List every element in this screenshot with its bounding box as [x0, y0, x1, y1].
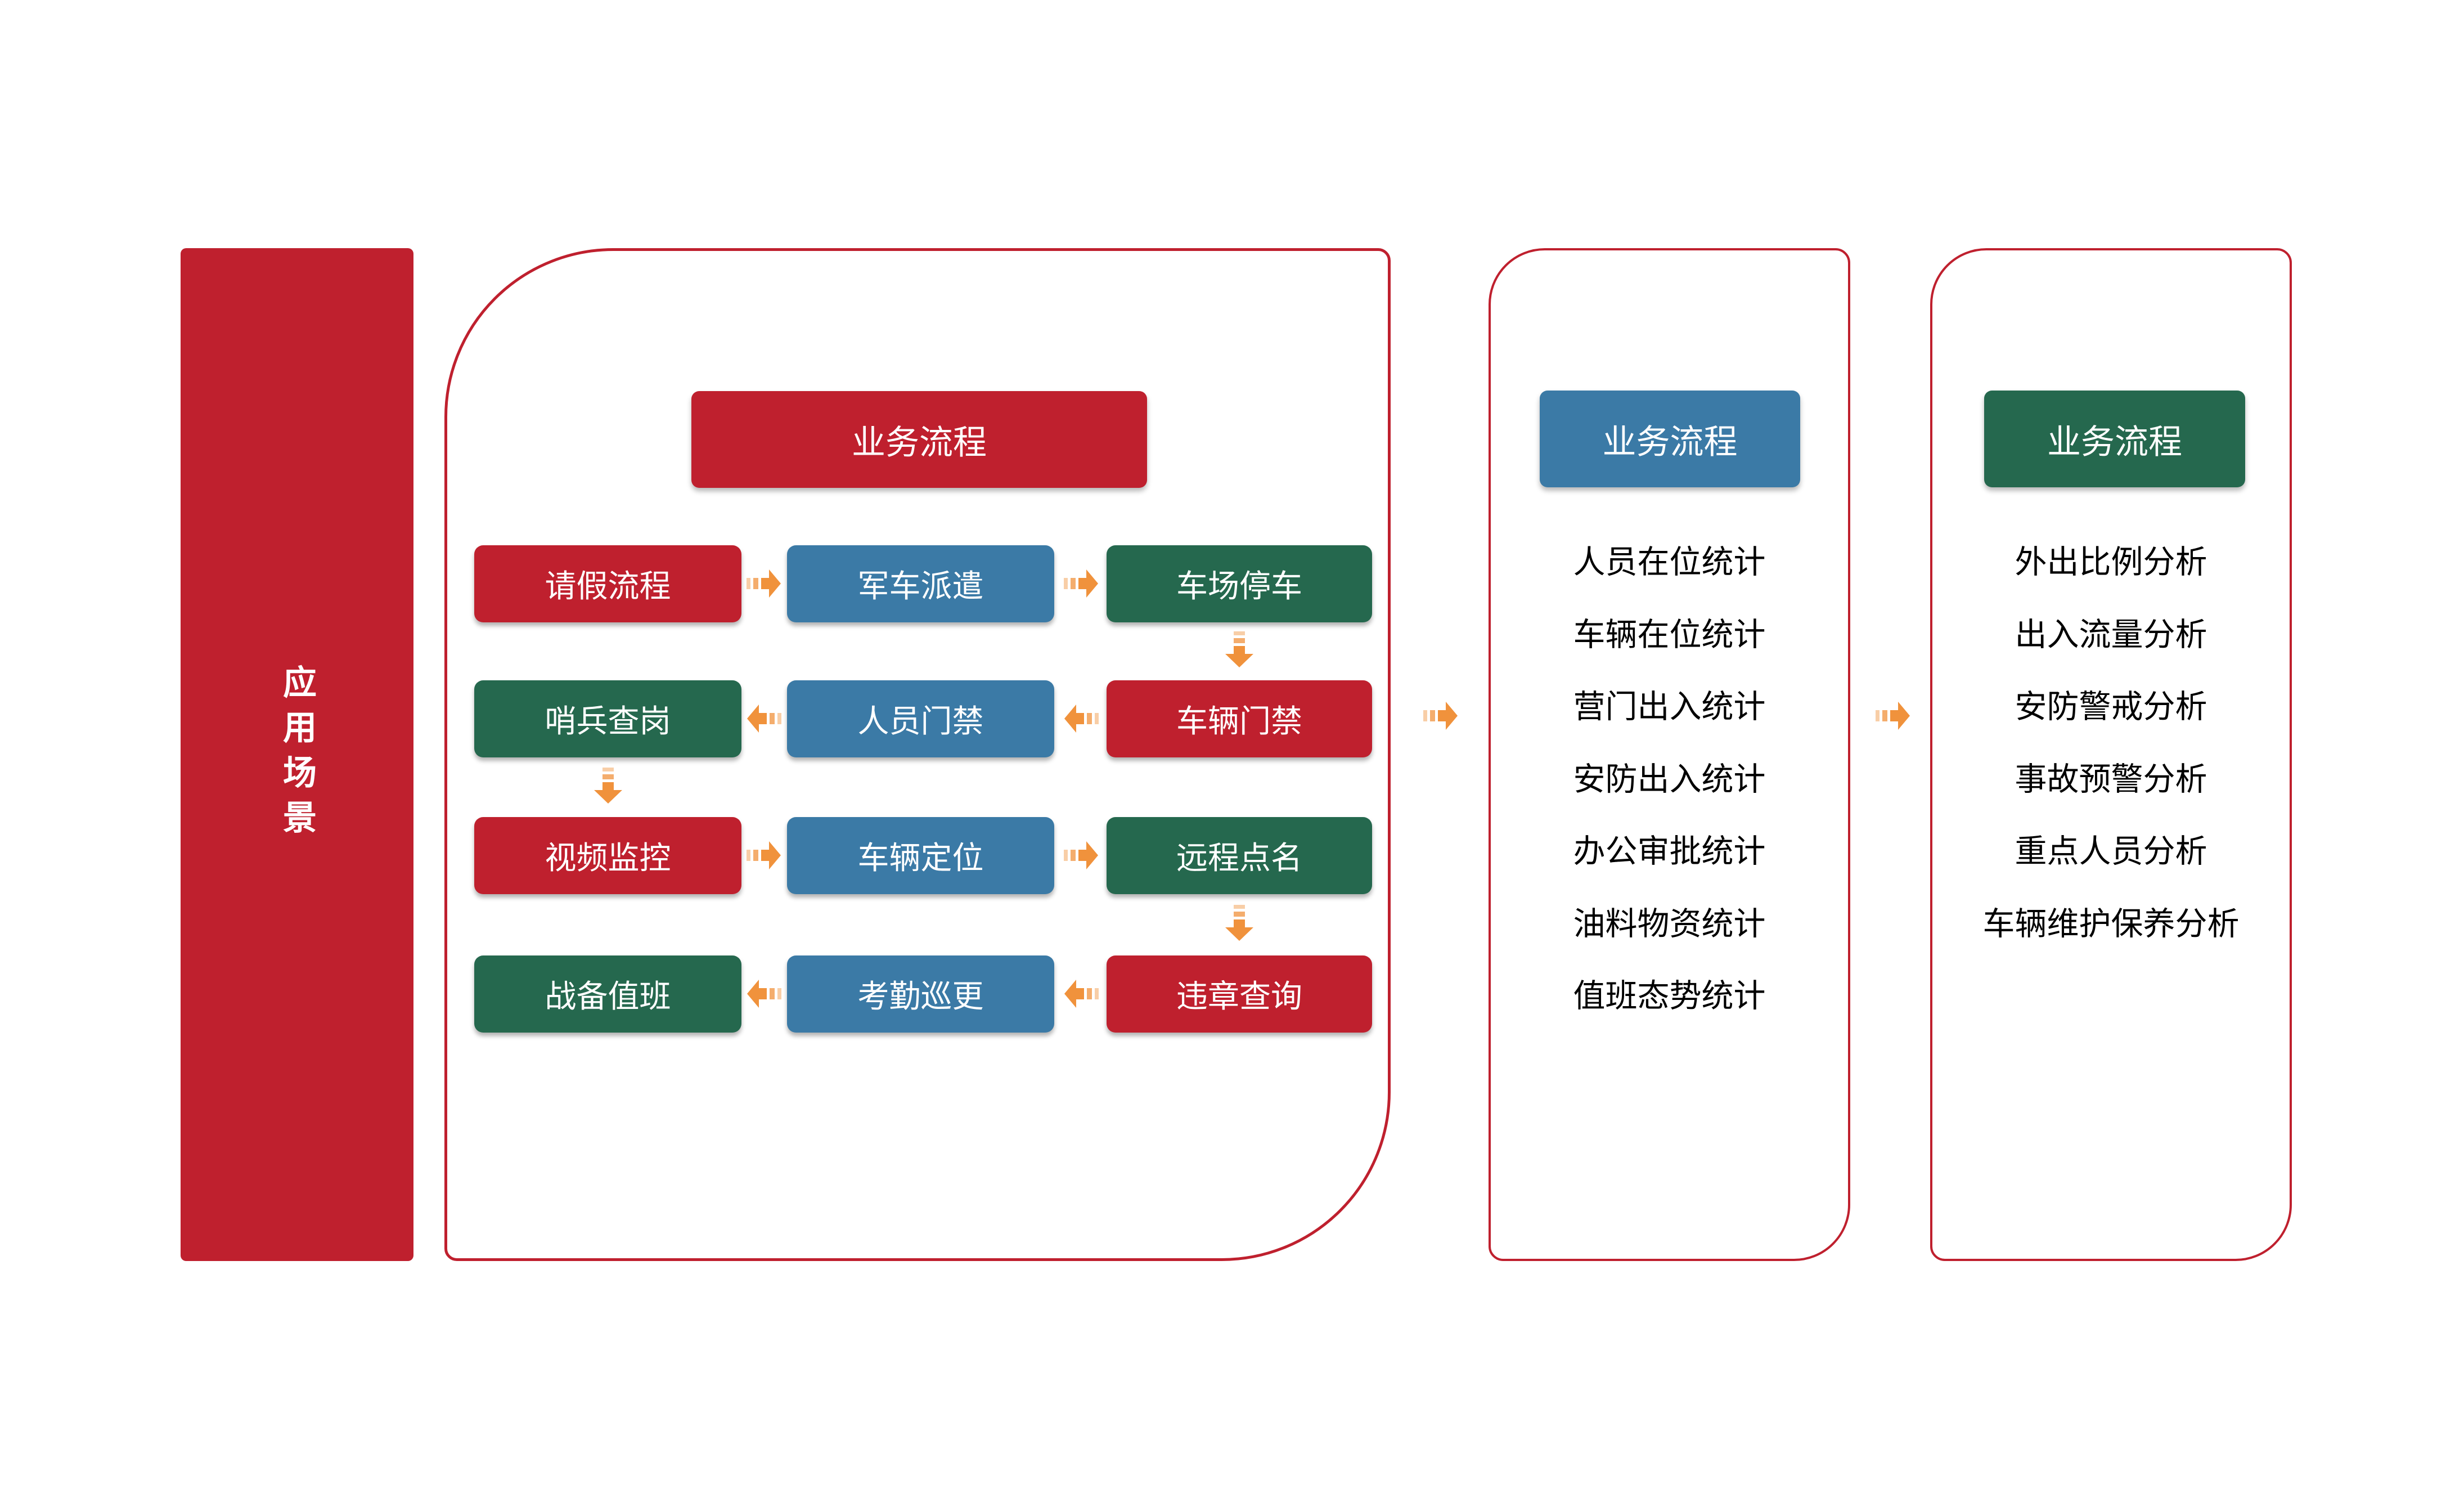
arrow-left-icon — [747, 702, 781, 735]
node-leave-process: 请假流程 — [474, 545, 741, 622]
list-item-security-access-stats: 安防出入统计 — [1573, 761, 1766, 797]
list-item-key-personnel-analysis: 重点人员分析 — [2015, 833, 2207, 870]
node-vehicle-access-control: 车辆门禁 — [1107, 680, 1372, 757]
list-item-access-flow-analysis: 出入流量分析 — [2015, 616, 2207, 653]
list-item-duty-status-stats: 值班态势统计 — [1573, 978, 1766, 1015]
arrow-right-icon — [747, 839, 781, 872]
node-sentry-inspection: 哨兵查岗 — [474, 680, 741, 757]
list-item-security-alert-analysis: 安防警戒分析 — [2015, 689, 2207, 725]
node-military-vehicle-dispatch: 军车派遣 — [787, 545, 1054, 622]
list-item-vehicle-presence-stats: 车辆在位统计 — [1573, 616, 1766, 653]
arrow-right-icon — [1423, 699, 1458, 732]
arrow-down-icon — [592, 768, 624, 805]
node-combat-readiness-duty: 战备值班 — [474, 955, 741, 1033]
node-violation-query: 违章查询 — [1107, 955, 1372, 1033]
application-scenarios-banner: 应用场景 — [181, 248, 413, 1261]
list-item-fuel-material-stats: 油料物资统计 — [1573, 905, 1766, 942]
statistics-panel: 业务流程 人员在位统计 车辆在位统计 营门出入统计 安防出入统计 办公审批统计 … — [1489, 248, 1850, 1261]
node-vehicle-positioning: 车辆定位 — [787, 817, 1054, 894]
arrow-left-icon — [1064, 977, 1099, 1010]
node-attendance-patrol: 考勤巡更 — [787, 955, 1054, 1033]
arrow-down-icon — [1223, 905, 1256, 942]
list-item-accident-warning-analysis: 事故预警分析 — [2015, 761, 2207, 797]
arrow-down-icon — [1223, 631, 1256, 669]
arrow-right-icon — [1876, 699, 1910, 732]
arrow-right-icon — [1064, 567, 1099, 600]
node-personnel-access-control: 人员门禁 — [787, 680, 1054, 757]
list-item-camp-gate-access-stats: 营门出入统计 — [1573, 689, 1766, 725]
statistics-list: 人员在位统计 车辆在位统计 营门出入统计 安防出入统计 办公审批统计 油料物资统… — [1491, 523, 1848, 1030]
statistics-panel-header: 业务流程 — [1540, 391, 1800, 487]
analysis-panel: 业务流程 外出比例分析 出入流量分析 安防警戒分析 事故预警分析 重点人员分析 … — [1930, 248, 2292, 1261]
analysis-list: 外出比例分析 出入流量分析 安防警戒分析 事故预警分析 重点人员分析 车辆维护保… — [1932, 523, 2290, 957]
arrow-left-icon — [747, 977, 781, 1010]
list-item-vehicle-maintenance-analysis: 车辆维护保养分析 — [1982, 905, 2240, 942]
application-scenarios-label: 应用场景 — [278, 665, 316, 845]
arrow-right-icon — [747, 567, 781, 600]
list-item-outing-ratio-analysis: 外出比例分析 — [2015, 544, 2207, 581]
arrow-left-icon — [1064, 702, 1099, 735]
list-item-personnel-presence-stats: 人员在位统计 — [1573, 544, 1766, 581]
node-depot-parking: 车场停车 — [1107, 545, 1372, 622]
node-remote-roll-call: 远程点名 — [1107, 817, 1372, 894]
business-process-panel-header: 业务流程 — [691, 391, 1147, 488]
business-process-panel: 业务流程 请假流程 军车派遣 车场停车 哨兵查岗 人员门禁 车辆门禁 视频监控 … — [444, 248, 1391, 1261]
list-item-office-approval-stats: 办公审批统计 — [1573, 833, 1766, 870]
arrow-right-icon — [1064, 839, 1099, 872]
analysis-panel-header: 业务流程 — [1984, 391, 2245, 487]
node-video-surveillance: 视频监控 — [474, 817, 741, 894]
